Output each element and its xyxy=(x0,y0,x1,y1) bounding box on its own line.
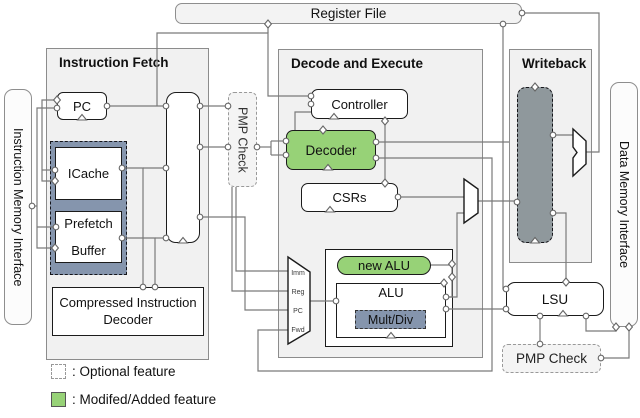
mult-div-label: Mult/Div xyxy=(367,312,414,327)
instruction-memory-interface-label: Instruction Memory Interface xyxy=(11,127,25,287)
compressed-decoder-line1: Compressed Instruction xyxy=(59,295,197,311)
pmp-check-mem-label: PMP Check xyxy=(515,351,588,366)
instruction-fetch-title: Instruction Fetch xyxy=(59,55,169,70)
mult-div-block: Mult/Div xyxy=(355,310,426,329)
lsu-label: LSU xyxy=(541,291,569,307)
pmp-check-fetch-block: PMP Check xyxy=(228,92,257,187)
legend-modified-label: : Modifed/Added feature xyxy=(72,391,217,407)
wire xyxy=(201,216,288,311)
new-alu-label: new ALU xyxy=(357,258,411,273)
pc-block: PC xyxy=(57,92,107,120)
legend-modified-icon xyxy=(51,392,66,407)
decoder-label: Decoder xyxy=(305,142,357,158)
pmp-check-fetch-label: PMP Check xyxy=(235,106,250,173)
pc-label: PC xyxy=(72,98,92,114)
data-memory-interface-label: Data Memory Interface xyxy=(617,140,631,269)
decode-execute-title: Decode and Execute xyxy=(291,56,424,71)
controller-block: Controller xyxy=(311,89,408,119)
compressed-instruction-decoder-block: Compressed Instruction Decoder xyxy=(52,287,204,336)
csrs-block: CSRs xyxy=(301,183,398,212)
register-file-label: Register File xyxy=(310,6,387,21)
fetch-pipeline-register xyxy=(166,92,200,243)
legend-optional-icon xyxy=(51,364,66,379)
new-alu-block: new ALU xyxy=(337,256,431,275)
instruction-memory-interface-block: Instruction Memory Interface xyxy=(4,89,32,325)
csrs-label: CSRs xyxy=(332,190,367,205)
decoder-block: Decoder xyxy=(286,130,376,170)
wire xyxy=(502,24,506,290)
alu-label: ALU xyxy=(378,285,404,300)
legend-optional-label: : Optional feature xyxy=(72,363,176,379)
prefetch-buffer-line1: Prefetch xyxy=(64,216,113,231)
register-file-block: Register File xyxy=(175,3,522,24)
controller-label: Controller xyxy=(331,96,388,112)
icache-label: ICache xyxy=(67,166,110,181)
compressed-decoder-line2: Decoder xyxy=(103,311,153,327)
lsu-block: LSU xyxy=(506,282,604,316)
wire xyxy=(601,328,630,359)
prefetch-buffer-line2: Buffer xyxy=(71,243,106,258)
writeback-title: Writeback xyxy=(522,56,587,71)
pmp-check-mem-block: PMP Check xyxy=(502,344,601,373)
icache-block: ICache xyxy=(55,147,122,200)
prefetch-buffer-block: Prefetch Buffer xyxy=(55,211,122,263)
writeback-register-optional xyxy=(517,87,553,243)
data-memory-interface-block: Data Memory Interface xyxy=(610,82,638,327)
